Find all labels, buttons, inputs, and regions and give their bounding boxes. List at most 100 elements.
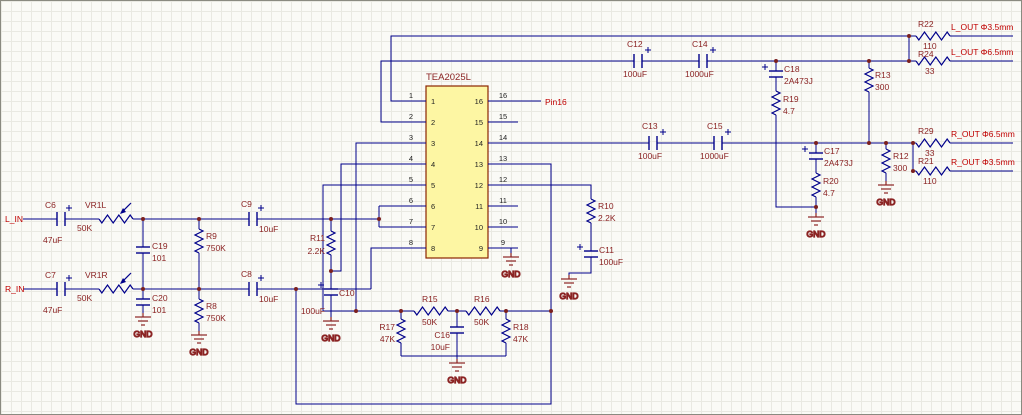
designator-R19[interactable]: R19: [783, 94, 799, 104]
wire[interactable]: [488, 184, 592, 199]
component-C9[interactable]: [248, 205, 264, 226]
designator-C17[interactable]: C17: [824, 146, 840, 156]
component-C18[interactable]: [762, 64, 783, 78]
designator-R8[interactable]: R8: [206, 301, 217, 311]
wire[interactable]: [775, 115, 816, 208]
designator-R17[interactable]: R17: [379, 322, 395, 332]
designator-C16[interactable]: C16: [434, 330, 450, 340]
value-R13[interactable]: 300: [875, 82, 889, 92]
gnd-power-port[interactable]: GND: [189, 331, 209, 358]
component-C11[interactable]: [577, 244, 598, 258]
value-R17[interactable]: 47K: [380, 334, 395, 344]
designator-C11[interactable]: C11: [599, 245, 614, 255]
value-C13[interactable]: 100uF: [638, 151, 662, 161]
designator-C14[interactable]: C14: [692, 39, 708, 49]
designator-R18[interactable]: R18: [513, 322, 529, 332]
designator-C13[interactable]: C13: [642, 121, 658, 131]
component-C7[interactable]: [56, 275, 72, 296]
value-R21[interactable]: 110: [923, 176, 937, 186]
value-R9[interactable]: 750K: [206, 243, 226, 253]
value-C8[interactable]: 10uF: [259, 294, 278, 304]
net-label-r-out-6-5mm[interactable]: R_OUT Φ6.5mm: [951, 129, 1015, 139]
component-R15[interactable]: [413, 305, 449, 317]
gnd-power-port[interactable]: GND: [447, 359, 467, 386]
component-C14[interactable]: [698, 47, 716, 68]
component-VR1L[interactable]: [98, 202, 134, 225]
component-R9[interactable]: [193, 228, 205, 254]
designator-VR1L[interactable]: VR1L: [85, 200, 107, 210]
value-R10[interactable]: 2.2K: [598, 213, 616, 223]
wire[interactable]: [390, 35, 909, 102]
wire[interactable]: [370, 247, 396, 289]
component-C6[interactable]: [56, 205, 72, 226]
component-C12[interactable]: [633, 47, 651, 68]
designator-R15[interactable]: R15: [422, 294, 438, 304]
designator-R29[interactable]: R29: [918, 126, 934, 136]
value-R15[interactable]: 50K: [422, 317, 437, 327]
gnd-power-port[interactable]: GND: [321, 317, 341, 344]
component-R17[interactable]: [395, 318, 407, 344]
component-R13[interactable]: [863, 67, 875, 93]
designator-R24[interactable]: R24: [918, 49, 934, 59]
value-C16[interactable]: 10uF: [431, 342, 450, 352]
wire[interactable]: [355, 142, 396, 311]
value-C11[interactable]: 100uF: [599, 257, 623, 267]
net-label-l-out-3-5mm[interactable]: L_OUT Φ3.5mm: [951, 22, 1013, 32]
designator-C12[interactable]: C12: [627, 39, 643, 49]
designator-C10[interactable]: C10: [339, 288, 355, 298]
value-R8[interactable]: 750K: [206, 313, 226, 323]
value-C10[interactable]: 100uF: [301, 306, 325, 316]
value-R29[interactable]: 33: [925, 148, 935, 158]
wire[interactable]: [322, 184, 396, 311]
value-C14[interactable]: 1000uF: [685, 69, 714, 79]
wire[interactable]: [331, 163, 396, 272]
value-R18[interactable]: 47K: [513, 334, 528, 344]
gnd-power-port[interactable]: GND: [806, 213, 826, 240]
component-C13[interactable]: [648, 129, 666, 150]
net-label-r-in[interactable]: R_IN: [5, 284, 24, 294]
component-R29[interactable]: [915, 137, 951, 149]
designator-R22[interactable]: R22: [918, 19, 934, 29]
value-R19[interactable]: 4.7: [783, 106, 795, 116]
gnd-power-port[interactable]: GND: [876, 181, 896, 208]
designator-C20[interactable]: C20: [152, 293, 168, 303]
net-label-pin16-net[interactable]: Pin16: [545, 97, 567, 107]
wire[interactable]: [488, 247, 512, 253]
component-R10[interactable]: [585, 198, 597, 224]
component-C8[interactable]: [248, 275, 264, 296]
component-R19[interactable]: [770, 90, 782, 116]
component-R20[interactable]: [810, 172, 822, 198]
gnd-power-port[interactable]: GND: [559, 275, 579, 302]
value-R22[interactable]: 110: [923, 41, 937, 51]
designator-R20[interactable]: R20: [823, 176, 839, 186]
value-C7[interactable]: 47uF: [43, 305, 62, 315]
designator-VR1R[interactable]: VR1R: [85, 270, 108, 280]
net-label-r-out-3-5mm[interactable]: R_OUT Φ3.5mm: [951, 157, 1015, 167]
component-C16[interactable]: [450, 326, 464, 334]
value-R20[interactable]: 4.7: [823, 188, 835, 198]
designator-R16[interactable]: R16: [474, 294, 490, 304]
component-R12[interactable]: [880, 148, 892, 174]
designator-R11[interactable]: R11: [310, 233, 325, 243]
component-C17[interactable]: [802, 146, 823, 160]
value-C19[interactable]: 101: [152, 253, 166, 263]
wire[interactable]: [568, 257, 592, 275]
component-R24[interactable]: [915, 55, 951, 67]
value-R16[interactable]: 50K: [474, 317, 489, 327]
gnd-power-port[interactable]: GND: [133, 313, 153, 340]
designator-R10[interactable]: R10: [598, 201, 614, 211]
component-C20[interactable]: [136, 298, 150, 306]
value-C15[interactable]: 1000uF: [700, 151, 729, 161]
designator-R9[interactable]: R9: [206, 231, 217, 241]
designator-C15[interactable]: C15: [707, 121, 723, 131]
ic-body[interactable]: [425, 85, 489, 259]
designator-C7[interactable]: C7: [45, 270, 56, 280]
component-R11[interactable]: [325, 230, 337, 256]
designator-C9[interactable]: C9: [241, 199, 252, 209]
designator-C8[interactable]: C8: [241, 269, 252, 279]
net-label-l-out-6-5mm[interactable]: L_OUT Φ6.5mm: [951, 47, 1013, 57]
value-R11[interactable]: 2.2K: [308, 246, 326, 256]
component-R21[interactable]: [915, 165, 951, 177]
value-C12[interactable]: 100uF: [623, 69, 647, 79]
